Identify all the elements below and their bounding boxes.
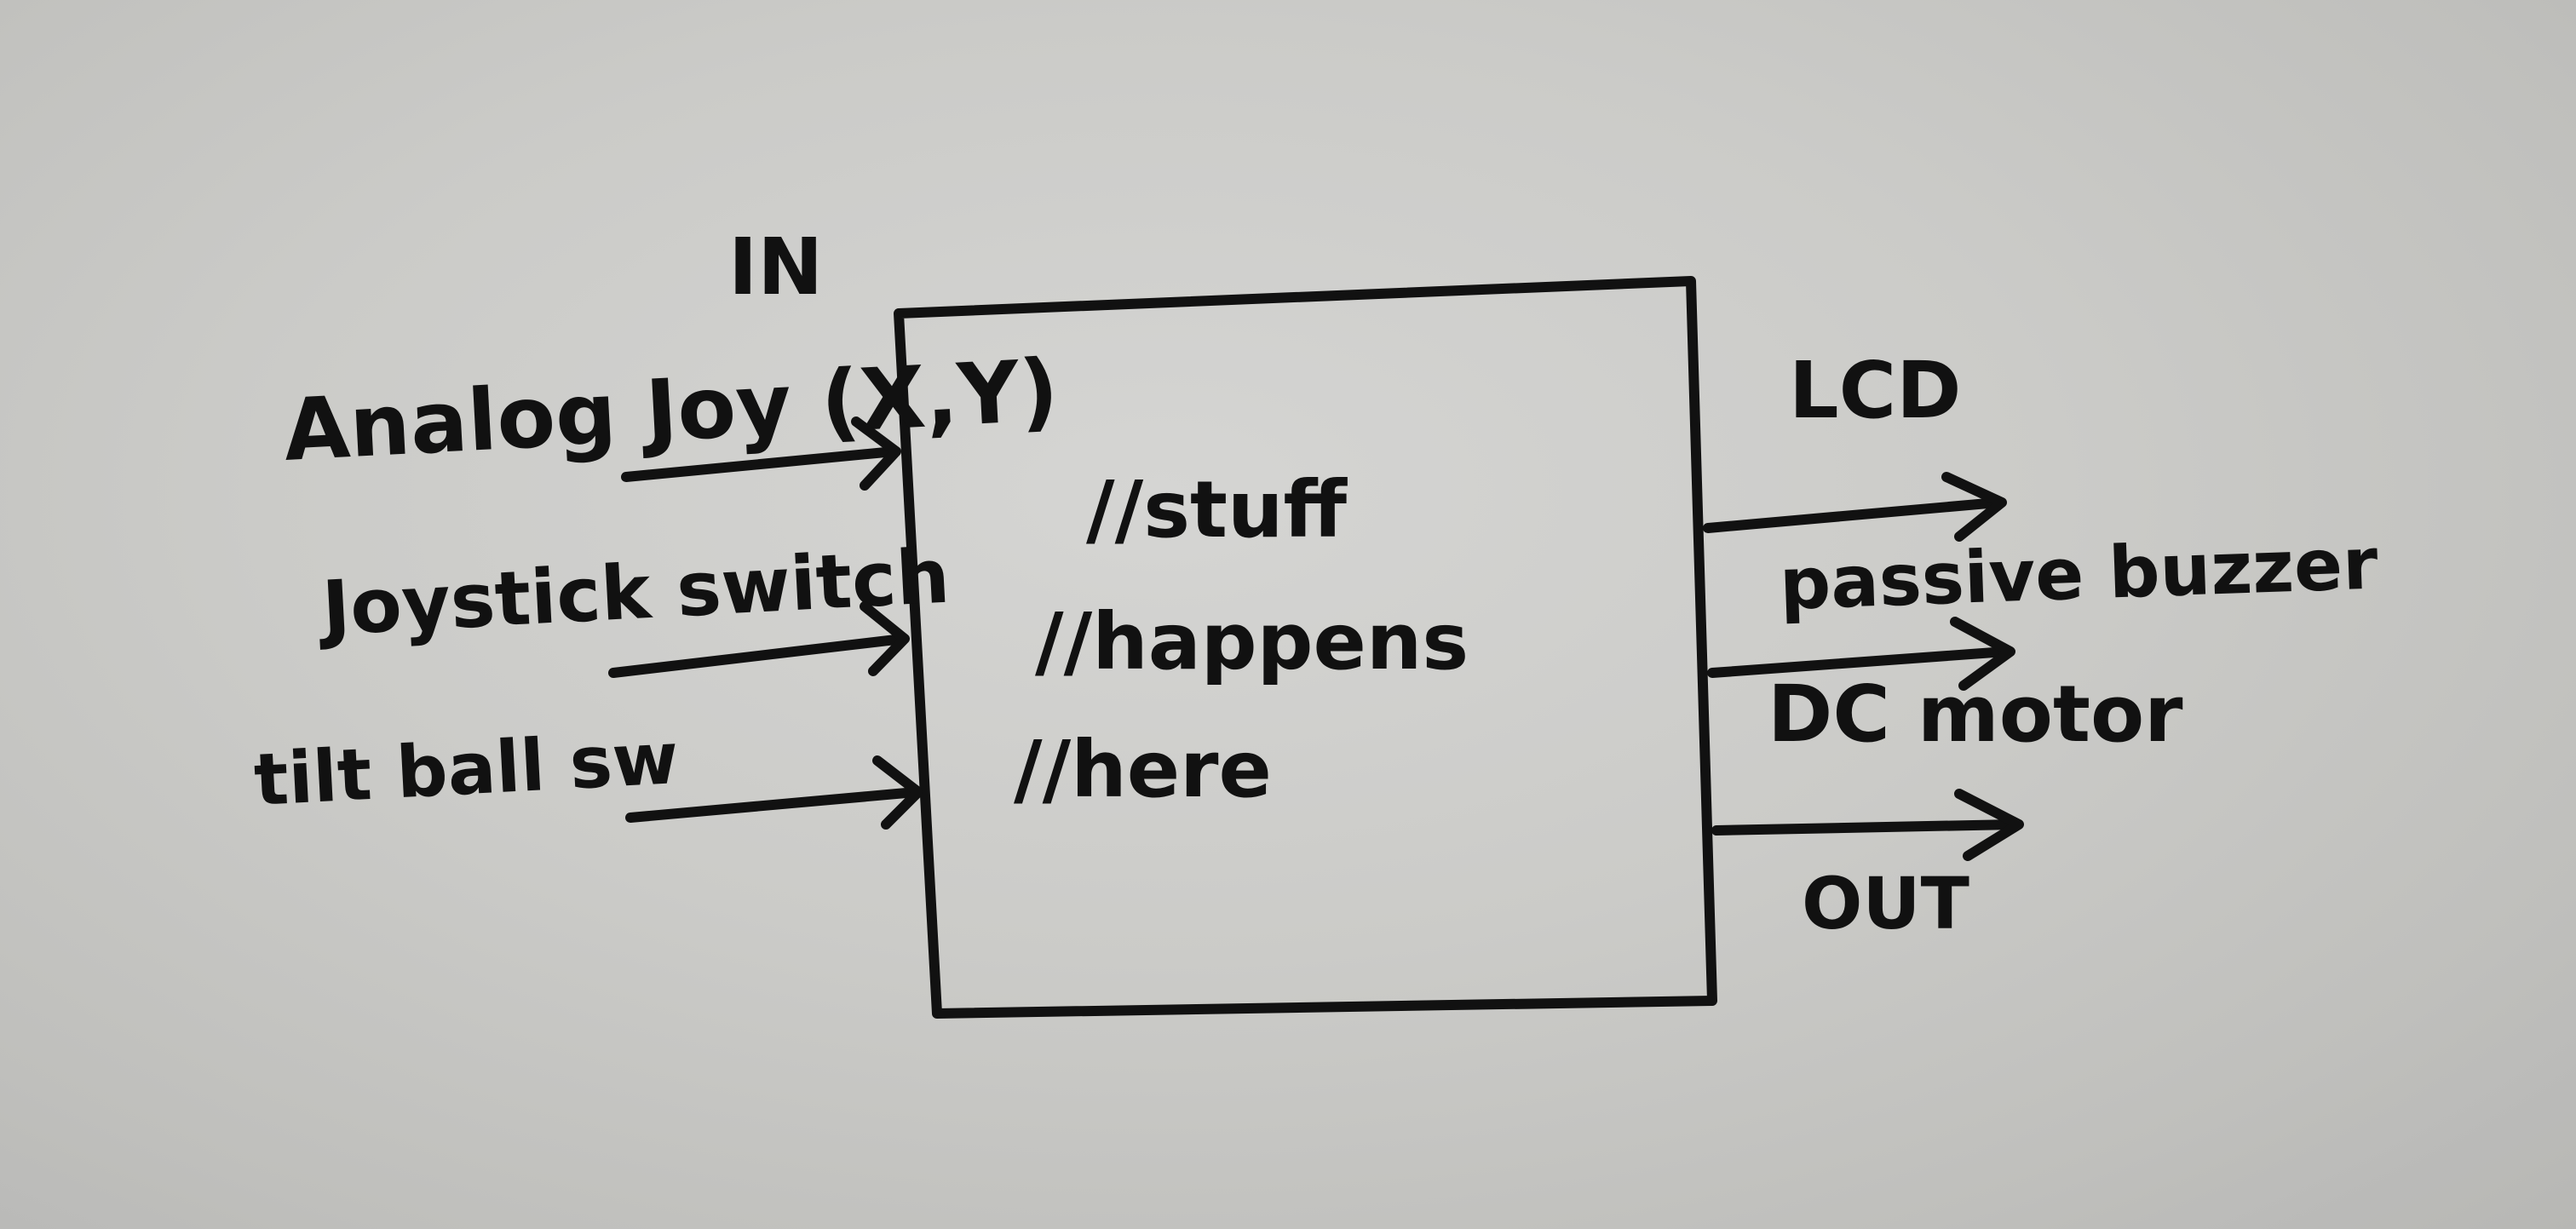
- input-arrow-tilt-ball-switch: [625, 755, 923, 830]
- in-heading: IN: [728, 221, 823, 313]
- output-arrow-passive-buzzer: [1707, 617, 2015, 691]
- output-label-lcd: LCD: [1789, 345, 1962, 436]
- processing-box: [894, 276, 1717, 1019]
- box-line-here: //here: [1014, 724, 1272, 815]
- input-arrow-joystick-switch: [608, 601, 910, 678]
- box-line-happens: //happens: [1035, 596, 1469, 687]
- output-arrow-dc-motor: [1711, 789, 2024, 861]
- input-arrow-analog-joystick: [621, 416, 901, 491]
- output-label-dc-motor: DC motor: [1768, 669, 2183, 760]
- output-arrow-lcd: [1703, 472, 2007, 542]
- box-line-stuff: //stuff: [1086, 464, 1348, 555]
- out-heading: OUT: [1802, 862, 1969, 945]
